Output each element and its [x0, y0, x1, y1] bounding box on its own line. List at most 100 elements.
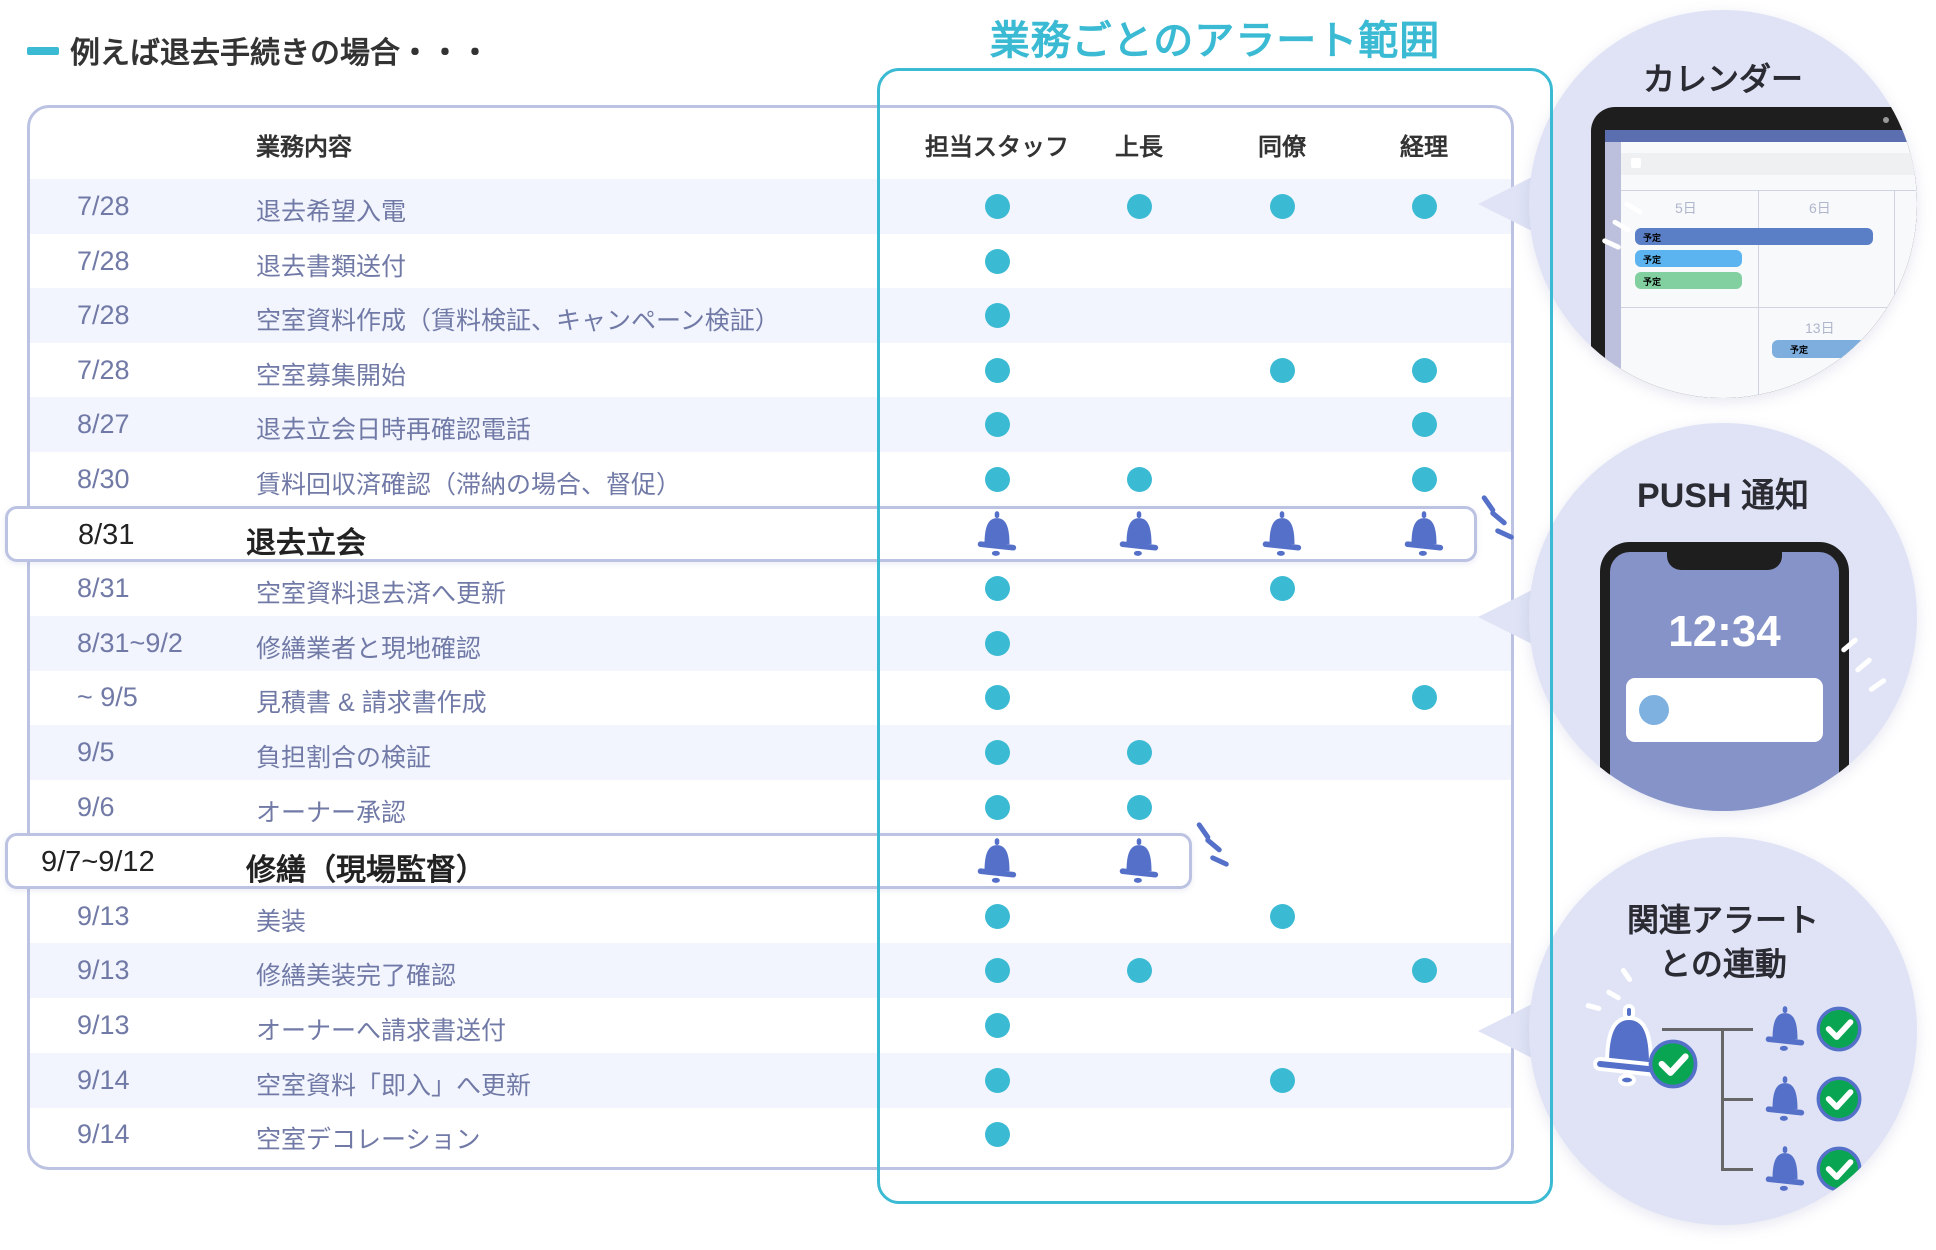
- linked-bell-icon: [1762, 1004, 1808, 1054]
- table-row: 9/14 空室デコレーション: [30, 1107, 1511, 1162]
- task-name: 負担割合の検証: [256, 744, 432, 772]
- phone-notch: [1667, 550, 1782, 570]
- phone-frame: 12:34: [1600, 542, 1849, 811]
- task-date: 9/14: [77, 1064, 130, 1095]
- calendar-panel-title: カレンダー: [1642, 61, 1803, 97]
- task-name: 修繕（現場監督）: [246, 854, 486, 888]
- bell-icon: [1114, 836, 1164, 886]
- bell-icon: [972, 836, 1022, 886]
- alert-dot: [1270, 903, 1295, 929]
- alert-dot: [1412, 467, 1437, 492]
- alert-dot: [985, 467, 1010, 492]
- alert-dot: [985, 1122, 1010, 1148]
- alert-dot: [1127, 794, 1152, 820]
- alert-dot: [985, 248, 1010, 274]
- alert-dot: [1127, 958, 1152, 984]
- task-name: 空室資料作成（賃料検証、キャンペーン検証）: [256, 307, 780, 336]
- table-row: 9/13 修繕美装完了確認: [30, 943, 1511, 999]
- linked-bell-icon: [1762, 1144, 1808, 1194]
- grid-line: [1621, 307, 1917, 308]
- tree-connector: [1721, 1168, 1753, 1171]
- task-name: 美装: [256, 907, 307, 936]
- task-date: 8/31~9/2: [77, 627, 183, 658]
- task-name: オーナーへ請求書送付: [256, 1017, 507, 1045]
- task-name: 空室デコレーション: [256, 1126, 481, 1155]
- lock-screen-time: 12:34: [1668, 607, 1781, 656]
- alert-dot: [1412, 412, 1437, 438]
- task-date: 7/28: [77, 245, 130, 276]
- task-date: 9/7~9/12: [41, 846, 155, 879]
- calendar-event: 予定: [1635, 272, 1742, 289]
- task-name: 賃料回収済確認（滞納の場合、督促）: [256, 471, 682, 499]
- linked-bell-icon: [1762, 1074, 1808, 1124]
- alert-dot: [985, 576, 1010, 602]
- page-title: 例えば退去手続きの場合・・・: [70, 37, 490, 70]
- task-date: 9/13: [77, 1010, 130, 1040]
- alert-dot: [1127, 467, 1152, 492]
- task-date: 7/28: [77, 191, 130, 221]
- alert-dot: [985, 740, 1010, 765]
- header-role-3: 経理: [1400, 134, 1448, 161]
- header-task: 業務内容: [256, 134, 352, 161]
- alert-dot: [1412, 958, 1437, 984]
- calendar-day-5: 5日: [1675, 200, 1697, 216]
- calendar-panel: カレンダー 5日 6日 13日 予定 予定 予定 予定: [1529, 10, 1917, 398]
- task-name: 修繕業者と現地確認: [256, 634, 482, 663]
- task-date: 8/31: [77, 573, 130, 604]
- alert-dot: [1270, 576, 1295, 602]
- task-name: 空室資料退去済へ更新: [256, 580, 507, 609]
- tablet-camera: [1883, 117, 1889, 123]
- tree-connector: [1721, 1098, 1753, 1101]
- alert-dot: [985, 630, 1010, 656]
- alert-dot: [985, 685, 1010, 711]
- alert-dot: [985, 194, 1010, 219]
- linked-alerts-panel: 関連アラート との連動: [1529, 837, 1917, 1225]
- alert-dot: [985, 357, 1010, 383]
- task-name: 修繕美装完了確認: [256, 962, 457, 991]
- check-circle-icon: [1816, 1076, 1862, 1122]
- task-date: 9/14: [77, 1119, 130, 1150]
- tablet-screen: 5日 6日 13日 予定 予定 予定 予定: [1605, 130, 1917, 398]
- table-row: 7/28 退去書類送付: [30, 234, 1511, 289]
- alert-dot: [1412, 685, 1437, 711]
- task-date: 8/27: [77, 409, 130, 440]
- alert-dot: [1412, 357, 1437, 383]
- notification-card: [1626, 678, 1823, 742]
- alert-dot: [1270, 194, 1295, 219]
- tablet-frame: 5日 6日 13日 予定 予定 予定 予定: [1591, 107, 1917, 398]
- alert-dot: [1127, 740, 1152, 765]
- push-notification-panel: PUSH 通知 12:34: [1529, 423, 1917, 811]
- alert-dot: [985, 958, 1010, 984]
- title-accent-bar: [27, 47, 59, 55]
- linked-panel-title-line2: との連動: [1659, 946, 1787, 982]
- alert-dot: [1412, 194, 1437, 219]
- toolbar-icon: [1631, 158, 1641, 168]
- task-name: 退去書類送付: [256, 252, 407, 281]
- bell-icon: [1257, 509, 1307, 559]
- tree-connector: [1662, 1028, 1753, 1031]
- grid-line: [1758, 190, 1759, 398]
- linked-panel-title-line1: 関連アラート: [1626, 902, 1819, 938]
- bell-icon: [972, 509, 1022, 559]
- task-name: 退去立会: [246, 526, 366, 560]
- task-date: 9/13: [77, 955, 130, 986]
- app-header-bar: [1605, 130, 1917, 142]
- check-circle-icon: [1648, 1039, 1698, 1089]
- header-role-1: 上長: [1115, 134, 1163, 161]
- calendar-event: 予定: [1635, 228, 1873, 245]
- calendar-event: 予定: [1635, 250, 1742, 267]
- header-role-0: 担当スタッフ: [925, 134, 1069, 161]
- alert-dot: [1127, 194, 1152, 219]
- alert-dot: [1270, 357, 1295, 383]
- app-toolbar: [1621, 153, 1917, 175]
- task-date: 7/28: [77, 354, 130, 385]
